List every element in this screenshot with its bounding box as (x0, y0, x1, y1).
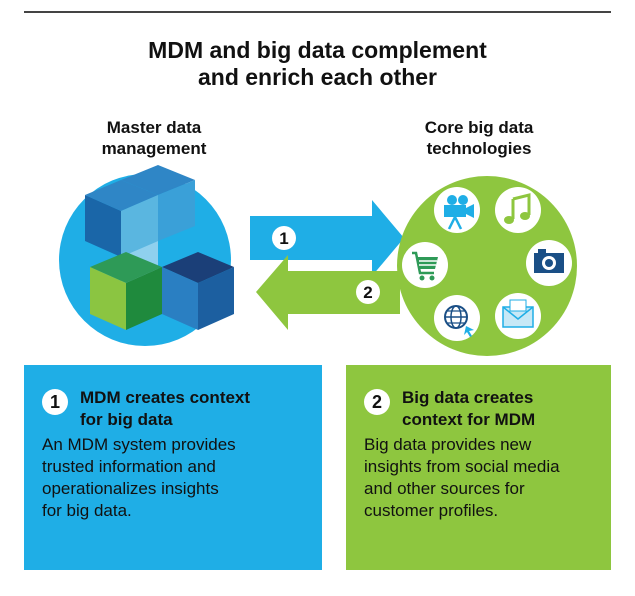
arrow-2-number: 2 (363, 283, 372, 302)
mdm-panel-title-line: MDM creates context (80, 388, 251, 407)
mdm-panel-body-line: An MDM system provides (42, 435, 236, 454)
mdm-panel-title: MDM creates context for big data (80, 387, 250, 431)
diagram-title: MDM and big data complement and enrich e… (0, 37, 635, 91)
arrow-big-data-to-mdm (256, 255, 400, 330)
top-rule (24, 11, 611, 13)
big-data-panel-body-line: and other sources for (364, 479, 525, 498)
mdm-label: Master data management (74, 117, 234, 159)
mdm-panel-number: 1 (42, 389, 68, 415)
arrow-1-badge (272, 226, 296, 250)
big-data-panel-header: 2 Big data creates context for MDM (364, 387, 595, 431)
mdm-panel-body: An MDM system provides trusted informati… (42, 434, 306, 522)
arrow-2-badge (356, 280, 380, 304)
big-data-panel-number: 2 (364, 389, 390, 415)
title-line-2: and enrich each other (197, 64, 437, 90)
arrow-1-number: 1 (279, 229, 288, 248)
email-icon (495, 293, 541, 339)
arrow-mdm-to-big-data (250, 200, 404, 276)
big-data-label-line-1: Core big data (424, 118, 534, 137)
mdm-context-panel: 1 MDM creates context for big data An MD… (24, 365, 322, 570)
music-note-icon (495, 187, 541, 233)
big-data-panel-title: Big data creates context for MDM (402, 387, 535, 431)
big-data-panel-body-line: Big data provides new (364, 435, 532, 454)
mdm-panel-title-line: for big data (80, 410, 173, 429)
big-data-label-line-2: technologies (426, 139, 532, 158)
big-data-panel-body-line: insights from social media (364, 457, 560, 476)
video-camera-icon (434, 187, 480, 233)
big-data-panel-title-line: Big data creates (402, 388, 534, 407)
mdm-panel-body-line: trusted information and (42, 457, 216, 476)
title-line-1: MDM and big data complement (148, 37, 487, 63)
mdm-panel-body-line: operationalizes insights (42, 479, 219, 498)
globe-icon (434, 295, 480, 341)
big-data-panel-title-line: context for MDM (402, 410, 536, 429)
big-data-panel-body: Big data provides new insights from soci… (364, 434, 595, 522)
mdm-panel-body-line: for big data. (42, 501, 132, 520)
camera-icon (526, 240, 572, 286)
mdm-panel-header: 1 MDM creates context for big data (42, 387, 306, 431)
shopping-cart-icon (402, 242, 448, 288)
big-data-panel-body-line: customer profiles. (364, 501, 499, 520)
big-data-label: Core big data technologies (399, 117, 559, 159)
mdm-label-line-2: management (101, 139, 207, 158)
cubes-icon (85, 165, 234, 330)
big-data-context-panel: 2 Big data creates context for MDM Big d… (346, 365, 611, 570)
mdm-label-line-1: Master data (106, 118, 202, 137)
